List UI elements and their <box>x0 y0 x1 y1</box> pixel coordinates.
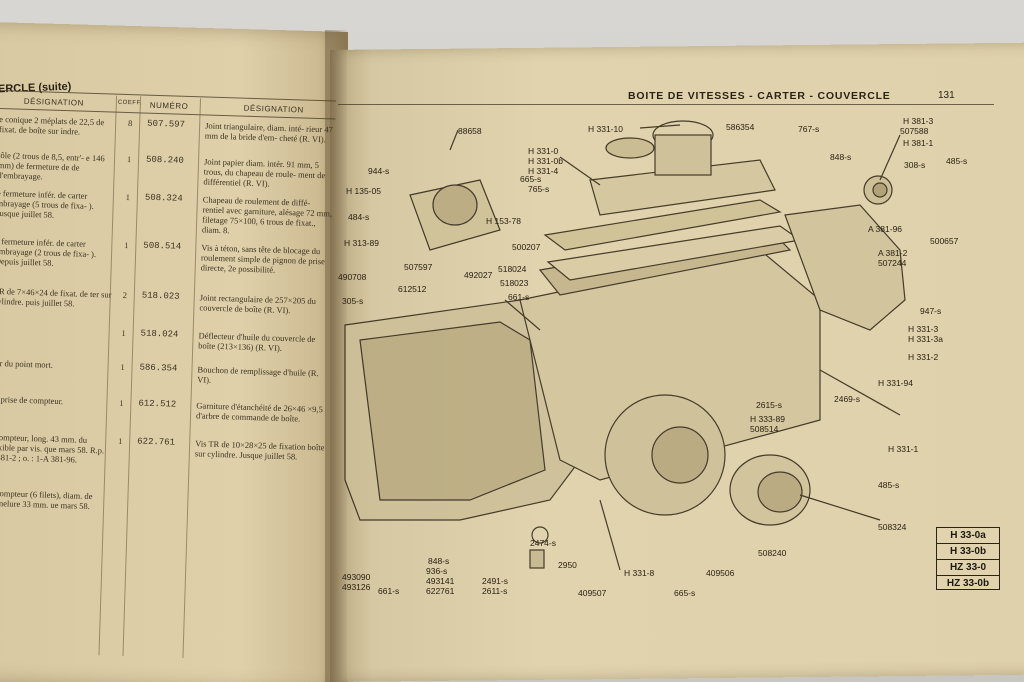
part-label: 508514 <box>750 424 779 434</box>
part-label: 661-s <box>508 292 530 302</box>
part-label: 500657 <box>930 236 959 246</box>
part-label: 409507 <box>578 588 607 598</box>
part-label: 622761 <box>426 586 455 596</box>
part-label: 944-s <box>368 166 390 176</box>
part-label: 500207 <box>512 242 541 252</box>
reference-box: H 33-0a H 33-0b HZ 33-0 HZ 33-0b <box>936 527 1000 590</box>
part-label: H 331-8 <box>624 568 655 578</box>
part-label: 947-s <box>920 306 942 316</box>
part-label: 484-s <box>348 212 370 222</box>
part-label: 507588 <box>900 126 929 136</box>
part-label: 665-s <box>674 588 696 598</box>
part-label: H 331-3a <box>908 334 943 344</box>
part-label: H 331-2 <box>908 352 939 362</box>
part-label: 508324 <box>878 522 907 532</box>
part-label: H 153-78 <box>486 216 521 226</box>
part-label: 767-s <box>798 124 820 134</box>
part-label: 665-s <box>520 174 542 184</box>
ref-item: H 33-0a <box>937 528 999 544</box>
part-label: A 381-2 <box>878 248 908 258</box>
part-label: H 331-10 <box>588 124 623 134</box>
part-label: 661-s <box>378 586 400 596</box>
book-gutter <box>325 30 347 682</box>
part-label: 493126 <box>342 582 371 592</box>
part-label: H 331-1 <box>888 444 919 454</box>
part-label: 508240 <box>758 548 787 558</box>
part-label: 586354 <box>726 122 755 132</box>
part-label: 2950 <box>558 560 577 570</box>
part-label: 485-s <box>946 156 968 166</box>
header-rule <box>338 104 994 105</box>
part-label: 308-s <box>904 160 926 170</box>
part-label: 485-s <box>878 480 900 490</box>
ref-item: H 33-0b <box>937 544 999 560</box>
part-label: 490708 <box>338 272 367 282</box>
part-label: H 331-3 <box>908 324 939 334</box>
part-label: 518023 <box>500 278 529 288</box>
part-label: 507244 <box>878 258 907 268</box>
part-label: H 331-4 <box>528 166 559 176</box>
part-label: 88658 <box>458 126 482 136</box>
part-label: H 331-0b <box>528 156 563 166</box>
part-label: 2611-s <box>482 586 508 596</box>
part-label: 493141 <box>426 576 455 586</box>
part-label: H 333-89 <box>750 414 785 424</box>
part-label: 507597 <box>404 262 433 272</box>
part-label: 492027 <box>464 270 493 280</box>
part-label: 765-s <box>528 184 550 194</box>
part-label: H 313-89 <box>344 238 379 248</box>
part-label: 493090 <box>342 572 371 582</box>
part-label: 2474-s <box>530 538 556 548</box>
part-label: 2615-s <box>756 400 782 410</box>
right-page-header: BOITE DE VITESSES - CARTER - COUVERCLE <box>628 90 891 102</box>
part-label: H 331-94 <box>878 378 913 388</box>
part-label: 518024 <box>498 264 527 274</box>
ref-item: HZ 33-0 <box>937 560 999 576</box>
part-label: 305-s <box>342 296 364 306</box>
part-label: 2469-s <box>834 394 860 404</box>
part-label: 848-s <box>830 152 852 162</box>
part-label: 409506 <box>706 568 735 578</box>
page-number: 131 <box>938 90 955 101</box>
part-label: 2491-s <box>482 576 508 586</box>
part-label: H 381-1 <box>903 138 934 148</box>
part-label: H 331-0 <box>528 146 559 156</box>
part-label: 936-s <box>426 566 448 576</box>
part-label: A 381-96 <box>868 224 903 234</box>
ref-item: HZ 33-0b <box>946 578 990 589</box>
part-label: H 135-05 <box>346 186 381 196</box>
part-label: 612512 <box>398 284 427 294</box>
part-label: 848-s <box>428 556 450 566</box>
part-label: H 381-3 <box>903 116 934 126</box>
